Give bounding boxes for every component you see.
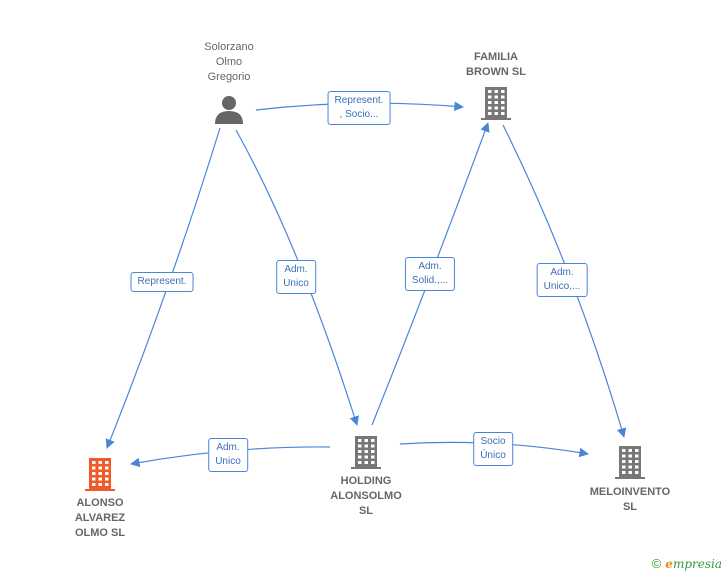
edge-label-e2[interactable]: Represent. xyxy=(130,272,194,292)
edge-label-e6[interactable]: Adm. Unico xyxy=(208,438,248,472)
node-label-alonso[interactable]: ALONSO ALVAREZ OLMO SL xyxy=(74,497,126,539)
node-label-meloinvento[interactable]: MELOINVENTO SL xyxy=(589,486,671,513)
alonso-building-icon[interactable] xyxy=(85,458,115,491)
edge-label-e5[interactable]: Adm. Unico,... xyxy=(536,263,588,297)
meloinvento-building-icon[interactable] xyxy=(615,446,645,479)
node-label-holding[interactable]: HOLDING ALONSOLMO SL xyxy=(330,475,402,517)
familia-building-icon[interactable] xyxy=(481,87,511,120)
edge-label-e3[interactable]: Adm. Unico xyxy=(276,260,316,294)
edge-label-e4[interactable]: Adm. Solid.,... xyxy=(404,257,456,291)
holding-building-icon[interactable] xyxy=(351,436,381,469)
person-person-icon[interactable] xyxy=(215,96,243,124)
node-label-person[interactable]: Solorzano Olmo Gregorio xyxy=(204,41,254,83)
node-label-familia[interactable]: FAMILIA BROWN SL xyxy=(466,51,526,78)
copyright-icon: © xyxy=(651,556,662,571)
brand-logo: ©empresia xyxy=(651,556,722,571)
edge-label-e1[interactable]: Represent. , Socio... xyxy=(327,91,391,125)
edge-label-e7[interactable]: Socio Único xyxy=(473,432,513,466)
